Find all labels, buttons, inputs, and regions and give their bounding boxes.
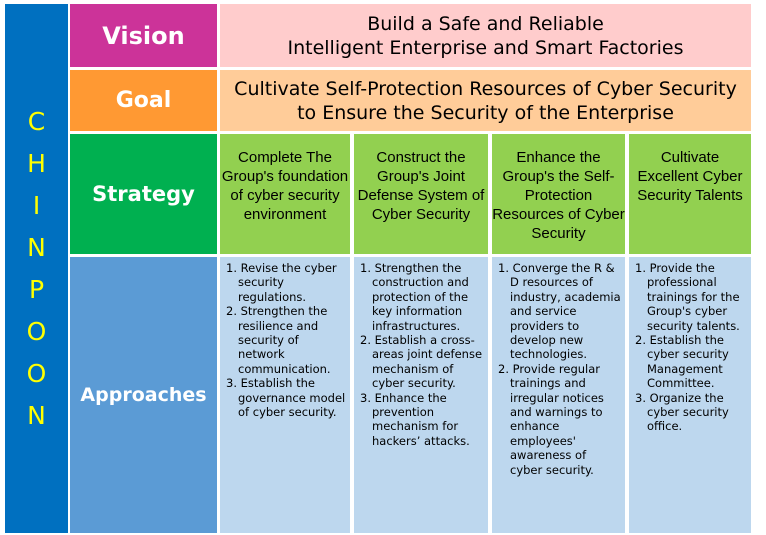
goal-line: Cultivate Self-Protection Resources of C… <box>234 77 737 100</box>
vision-line: Intelligent Enterprise and Smart Factori… <box>287 36 684 59</box>
approach-item: 2. Strengthen the resilience and securit… <box>226 304 331 376</box>
vision-statement: Build a Safe and Reliable Intelligent En… <box>220 4 751 67</box>
strategy-item: Construct the Group's Joint Defense Syst… <box>354 134 488 254</box>
approaches-column: 1. Revise the cyber security regulations… <box>220 257 350 533</box>
approach-item: 1. Converge the R & D resources of indus… <box>498 261 621 362</box>
brand-letter: I <box>32 190 41 220</box>
brand-letter: H <box>27 148 46 178</box>
goal-statement: Cultivate Self-Protection Resources of C… <box>220 70 751 131</box>
vision-line: Build a Safe and Reliable <box>367 12 604 35</box>
approach-item: 2. Establish a cross-areas joint defense… <box>360 333 483 391</box>
approaches-label: Approaches <box>70 257 217 533</box>
strategy-item: Complete The Group's foundation of cyber… <box>220 134 350 254</box>
approaches-column: 1. Provide the professional trainings fo… <box>629 257 751 533</box>
brand-letter: P <box>28 274 45 304</box>
approach-item: 1. Strengthen the construction and prote… <box>360 261 469 333</box>
strategy-item: Cultivate Excellent Cyber Security Talen… <box>629 134 751 254</box>
approach-item: 2. Establish the cyber security Manageme… <box>635 333 729 391</box>
approach-item: 1. Revise the cyber security regulations… <box>226 261 337 304</box>
approach-item: 2. Provide regular trainings and irregul… <box>498 361 604 477</box>
brand-letter: N <box>27 400 46 430</box>
goal-line: to Ensure the Security of the Enterprise <box>297 101 674 124</box>
approach-item: 3. Organize the cyber security office. <box>635 390 729 434</box>
approaches-column: 1. Converge the R & D resources of indus… <box>492 257 625 533</box>
approach-item: 1. Provide the professional trainings fo… <box>635 261 740 333</box>
vision-label: Vision <box>70 4 217 67</box>
brand-letter: N <box>27 232 46 262</box>
approaches-column: 1. Strengthen the construction and prote… <box>354 257 488 533</box>
brand-letter: O <box>26 316 47 346</box>
goal-label: Goal <box>70 70 217 131</box>
company-name-banner: C H I N P O O N <box>5 4 68 533</box>
brand-letter: O <box>26 358 47 388</box>
strategy-label: Strategy <box>70 134 217 254</box>
approach-item: 3. Enhance the prevention mechanism for … <box>360 390 470 448</box>
approach-item: 3. Establish the governance model of cyb… <box>226 376 346 420</box>
brand-letter: C <box>27 106 46 136</box>
strategy-item: Enhance the Group's the Self-Protection … <box>492 134 625 254</box>
